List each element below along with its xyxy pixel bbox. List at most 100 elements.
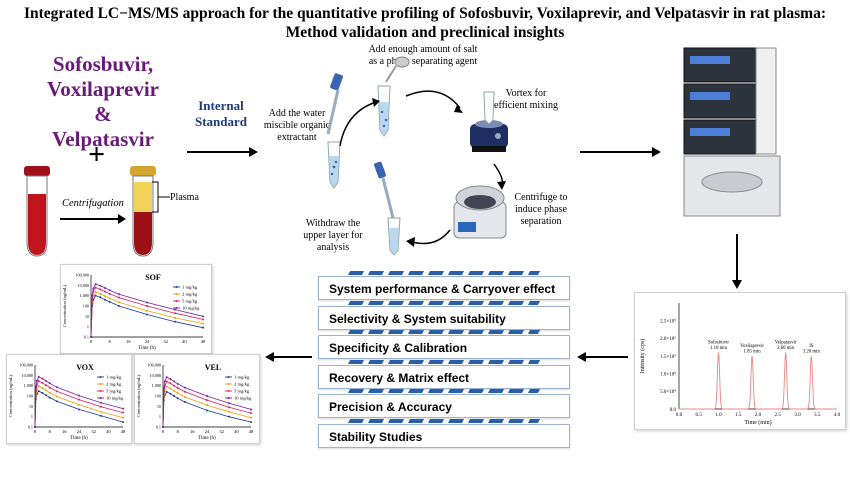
data-point bbox=[56, 400, 58, 403]
legend-label: 2 mg/kg bbox=[106, 382, 122, 387]
peak-rt: 1.10 min bbox=[710, 346, 728, 351]
internal-standard-label: Internal Standard bbox=[194, 98, 248, 129]
data-point bbox=[228, 415, 230, 418]
data-point bbox=[250, 412, 252, 415]
data-point bbox=[48, 382, 51, 385]
legend-marker bbox=[227, 397, 230, 399]
x-tick-label: 32 bbox=[219, 429, 224, 434]
data-point bbox=[104, 295, 106, 298]
data-point bbox=[56, 390, 58, 393]
data-point bbox=[100, 405, 102, 408]
legend-label: 10 mg/kg bbox=[234, 396, 252, 401]
arrow-to-validation bbox=[577, 352, 628, 362]
extraction-cycle-arrows bbox=[339, 90, 506, 247]
legend-label: 5 mg/kg bbox=[234, 389, 250, 394]
x-tick-label: 32 bbox=[163, 339, 168, 344]
data-point bbox=[202, 326, 204, 329]
peak-rt: 1.85 min bbox=[744, 350, 762, 355]
data-point bbox=[94, 294, 97, 297]
x-axis-label: Time (h) bbox=[198, 436, 216, 441]
validation-step: System performance & Carryover effect bbox=[318, 276, 570, 300]
y-axis-label: Concentration (ng/mL) bbox=[136, 374, 141, 417]
y-axis-label: Concentration (ng/mL) bbox=[62, 284, 67, 327]
data-point bbox=[165, 390, 168, 393]
data-point bbox=[162, 426, 164, 428]
legend-marker bbox=[99, 376, 102, 378]
x-tick-label: 8 bbox=[109, 339, 112, 344]
arrow-to-pk-curves bbox=[265, 352, 312, 362]
arrow-to-extraction bbox=[187, 147, 258, 157]
legend-label: 10 mg/kg bbox=[182, 306, 200, 311]
data-point bbox=[184, 396, 186, 399]
x-axis-label: Time (min) bbox=[744, 419, 771, 426]
data-point bbox=[162, 386, 165, 389]
data-point bbox=[48, 396, 51, 399]
data-point bbox=[173, 384, 175, 387]
data-point bbox=[174, 316, 176, 319]
data-point bbox=[37, 390, 40, 393]
x-tick-label: 32 bbox=[91, 429, 96, 434]
centrifugation-arrow bbox=[60, 214, 126, 224]
y-tick-label: 1.5×10⁵ bbox=[660, 354, 676, 360]
y-tick-label: 10 bbox=[157, 404, 161, 409]
data-point bbox=[104, 287, 106, 290]
data-point bbox=[78, 394, 80, 397]
x-tick-label: 24 bbox=[77, 429, 82, 434]
data-point bbox=[228, 402, 230, 405]
x-tick-label: 0 bbox=[162, 429, 165, 434]
y-tick-label: 0.0 bbox=[670, 408, 677, 413]
data-point bbox=[45, 389, 47, 392]
data-point bbox=[169, 392, 172, 395]
centrifuge-icon bbox=[453, 185, 507, 239]
data-point bbox=[174, 312, 176, 315]
data-point bbox=[184, 401, 186, 404]
y-tick-label: 5.0×10⁴ bbox=[660, 389, 676, 395]
data-point bbox=[99, 292, 102, 295]
legend-label: 10 mg/kg bbox=[106, 396, 124, 401]
data-point bbox=[92, 287, 95, 290]
peak-name: Voxilaprevir bbox=[740, 344, 764, 349]
blood-tube-icon bbox=[24, 166, 50, 257]
y-tick-label: 0.1 bbox=[84, 335, 89, 340]
data-point bbox=[48, 386, 51, 389]
legend-label: 1 mg/kg bbox=[106, 375, 122, 380]
y-tick-label: 0.1 bbox=[28, 425, 33, 430]
x-tick-label: 24 bbox=[205, 429, 210, 434]
data-point bbox=[104, 290, 106, 293]
drug-names: Sofosbuvir, Voxilaprevir & Velpatasvir bbox=[28, 52, 178, 152]
x-tick-label: 16 bbox=[190, 429, 195, 434]
data-point bbox=[41, 386, 44, 389]
drug-velpatasvir: Velpatasvir bbox=[52, 127, 154, 151]
legend-marker bbox=[175, 286, 178, 288]
x-tick-label: 2.5 bbox=[775, 412, 782, 418]
legend-label: 1 mg/kg bbox=[182, 285, 198, 290]
x-tick-label: 2.0 bbox=[755, 412, 762, 418]
centrifugation-label: Centrifugation bbox=[62, 198, 124, 209]
validation-step: Precision & Accuracy bbox=[318, 394, 570, 418]
data-point bbox=[48, 391, 51, 394]
data-point bbox=[228, 410, 230, 413]
data-point bbox=[122, 411, 124, 414]
legend-label: 1 mg/kg bbox=[234, 375, 250, 380]
y-tick-label: 1,000 bbox=[80, 293, 89, 299]
data-point bbox=[169, 378, 172, 381]
data-point bbox=[94, 291, 97, 294]
data-point bbox=[78, 403, 80, 406]
data-point bbox=[34, 386, 37, 389]
data-point bbox=[176, 392, 179, 395]
data-point bbox=[250, 421, 252, 424]
plasma-label: Plasma bbox=[170, 192, 199, 203]
peak-rt: 3.20 min bbox=[803, 350, 821, 355]
data-point bbox=[118, 305, 120, 307]
data-point bbox=[45, 384, 47, 387]
y-axis-label: Intensity (cps) bbox=[639, 339, 646, 374]
data-point bbox=[100, 401, 102, 404]
data-point bbox=[34, 426, 36, 428]
data-point bbox=[94, 286, 97, 289]
x-axis-label: Time (h) bbox=[138, 346, 156, 351]
data-point bbox=[228, 406, 230, 409]
data-point bbox=[122, 416, 124, 419]
